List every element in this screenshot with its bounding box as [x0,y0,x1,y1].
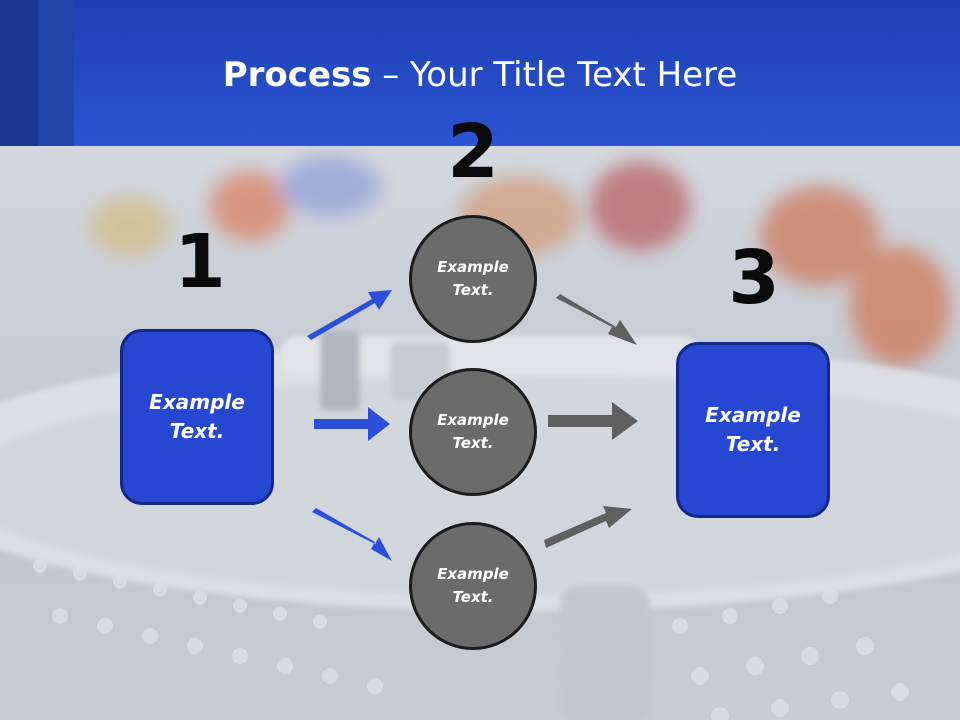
top-circle-line-1: Example [437,256,509,279]
left-process-box: Example Text. [120,329,274,505]
arrow-bottom-to-right [544,506,632,548]
bottom-process-circle: Example Text. [409,522,537,650]
left-box-line-1: Example [149,388,245,417]
step-number-2: 2 [433,112,513,192]
middle-process-circle: Example Text. [409,368,537,496]
arrow-to-middle-circle [314,407,390,441]
right-box-line-2: Text. [705,430,801,459]
top-circle-line-2: Text. [437,279,509,302]
bottom-circle-line-1: Example [437,563,509,586]
arrow-middle-to-right [548,402,638,440]
bottom-circle-line-2: Text. [437,586,509,609]
arrow-to-bottom-circle [312,508,392,561]
blue-arrows [307,290,392,561]
middle-circle-line-2: Text. [437,432,509,455]
middle-circle-line-1: Example [437,409,509,432]
gray-arrows [544,294,638,548]
left-box-line-2: Text. [149,417,245,446]
step-number-1: 1 [160,222,240,302]
arrow-to-top-circle [307,290,392,340]
right-process-box: Example Text. [676,342,830,518]
arrow-top-to-right [556,294,637,345]
top-process-circle: Example Text. [409,215,537,343]
step-number-3: 3 [714,238,794,318]
right-box-line-1: Example [705,401,801,430]
